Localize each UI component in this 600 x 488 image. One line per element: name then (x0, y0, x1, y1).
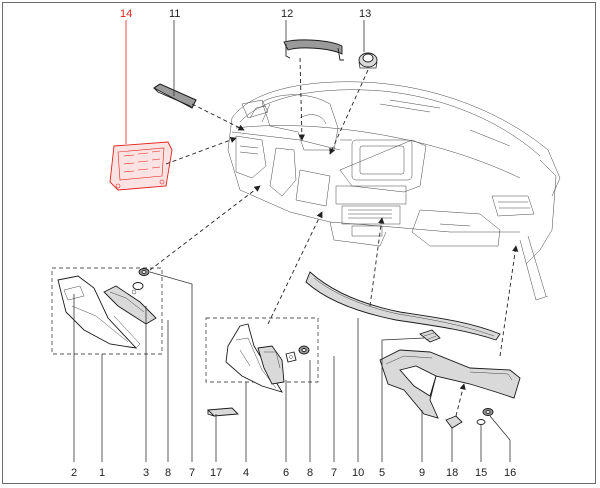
part-7-nut-center (298, 345, 310, 355)
callout-2: 2 (71, 467, 77, 479)
leader-lines (73, 20, 511, 462)
callout-10: 10 (352, 467, 364, 479)
part-3-lower-panel-bracket (103, 285, 157, 325)
callout-9: 9 (419, 467, 425, 479)
callout-6: 6 (283, 467, 289, 479)
callout-14: 14 (120, 8, 132, 20)
part-6-side-bracket (257, 345, 285, 385)
part-16-clip-nut (482, 408, 494, 416)
part-11-trim-strip (153, 83, 197, 109)
diagram-frame (2, 2, 596, 484)
callout-5: 5 (379, 467, 385, 479)
part-14-climate-control-panel (109, 141, 173, 191)
part-9-glovebox-surround (379, 349, 521, 419)
part-5-connector-clip (419, 329, 441, 343)
callout-3: 3 (143, 467, 149, 479)
assembly-arrows (149, 57, 519, 417)
part-10-long-trim-strip (305, 271, 501, 341)
callout-1: 1 (99, 467, 105, 479)
callout-7: 7 (189, 467, 195, 479)
part-17-trim-insert (206, 407, 240, 417)
callout-4: 4 (243, 467, 249, 479)
callout-8: 8 (165, 467, 171, 479)
part-2-lower-panel-left (57, 275, 141, 349)
callout-8-center: 8 (307, 467, 313, 479)
part-13-knob (358, 52, 378, 69)
part-15-screw (476, 419, 486, 432)
part-8-clip-left (132, 282, 144, 290)
part-7-nut-left (138, 268, 150, 276)
dashboard-assembly (227, 81, 561, 301)
part-18-retainer-clip (445, 415, 463, 429)
callout-17: 17 (210, 467, 222, 479)
callout-15: 15 (475, 467, 487, 479)
callout-12: 12 (281, 8, 293, 20)
callout-16: 16 (504, 467, 516, 479)
callout-13: 13 (359, 8, 371, 20)
part-12-grab-handle (283, 39, 344, 61)
part-8-clip-center (285, 351, 297, 363)
callout-7-center: 7 (331, 467, 337, 479)
callout-11: 11 (169, 8, 180, 20)
callout-labels: 14 11 12 13 2 1 3 8 7 17 4 6 8 7 10 5 9 … (71, 8, 516, 479)
callout-18: 18 (446, 467, 458, 479)
